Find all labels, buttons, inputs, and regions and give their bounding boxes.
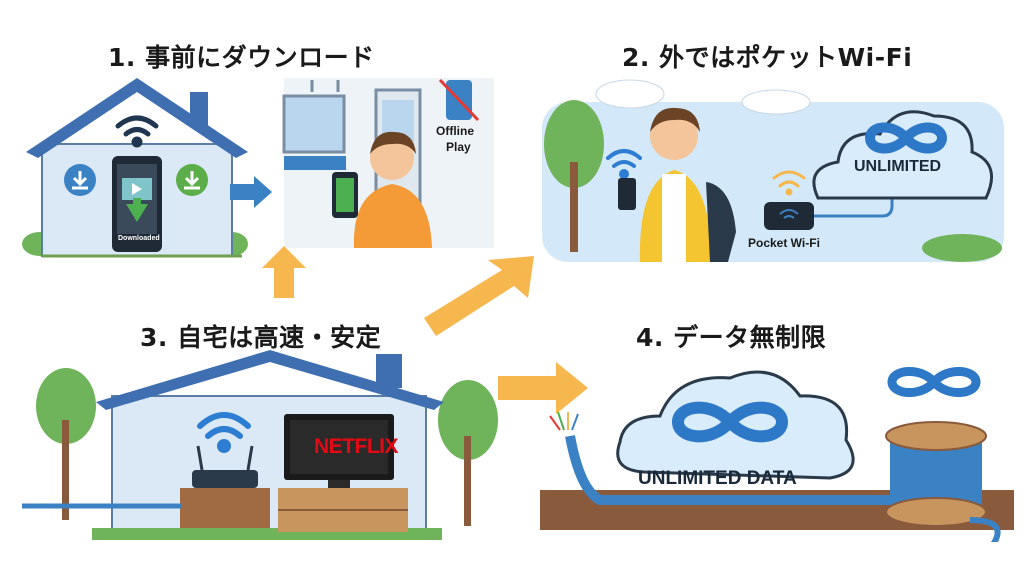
step4-illustration: UNLIMITED DATA (540, 350, 1014, 542)
pocket-wifi-label: Pocket Wi-Fi (748, 236, 820, 250)
download-icon (64, 164, 208, 196)
unlimited-data-label: UNLIMITED DATA (638, 468, 797, 489)
offline-label: Offline (436, 124, 474, 138)
infinity-icon (887, 367, 981, 397)
tv-brand-label: NETFLIX (314, 435, 399, 458)
step3-title: 3. 自宅は高速・安定 (140, 323, 382, 352)
step1-title: 1. 事前にダウンロード (108, 43, 375, 72)
router-icon (192, 445, 258, 488)
step1-illustration: Downloaded Offline Play (22, 72, 504, 260)
infinity-icon (864, 122, 948, 154)
step2-illustration: UNLIMITED Pocket Wi-Fi (542, 72, 1004, 262)
step4-title: 4. データ無制限 (636, 323, 827, 352)
arrow-up (262, 246, 306, 298)
pocket-wifi-device (764, 170, 814, 230)
arrow-diagonal (424, 256, 534, 336)
no-phone-icon (438, 78, 480, 122)
wifi-icon (115, 115, 159, 148)
step2-title: 2. 外ではポケットWi-Fi (622, 43, 913, 72)
step3-illustration: NETFLIX (22, 350, 500, 540)
cable-reel-icon (885, 421, 1001, 542)
unlimited-label: UNLIMITED (854, 158, 942, 175)
downloaded-label: Downloaded (118, 235, 160, 242)
tv-icon (284, 414, 394, 488)
arrow-right (498, 362, 588, 414)
play-label: Play (446, 140, 471, 154)
